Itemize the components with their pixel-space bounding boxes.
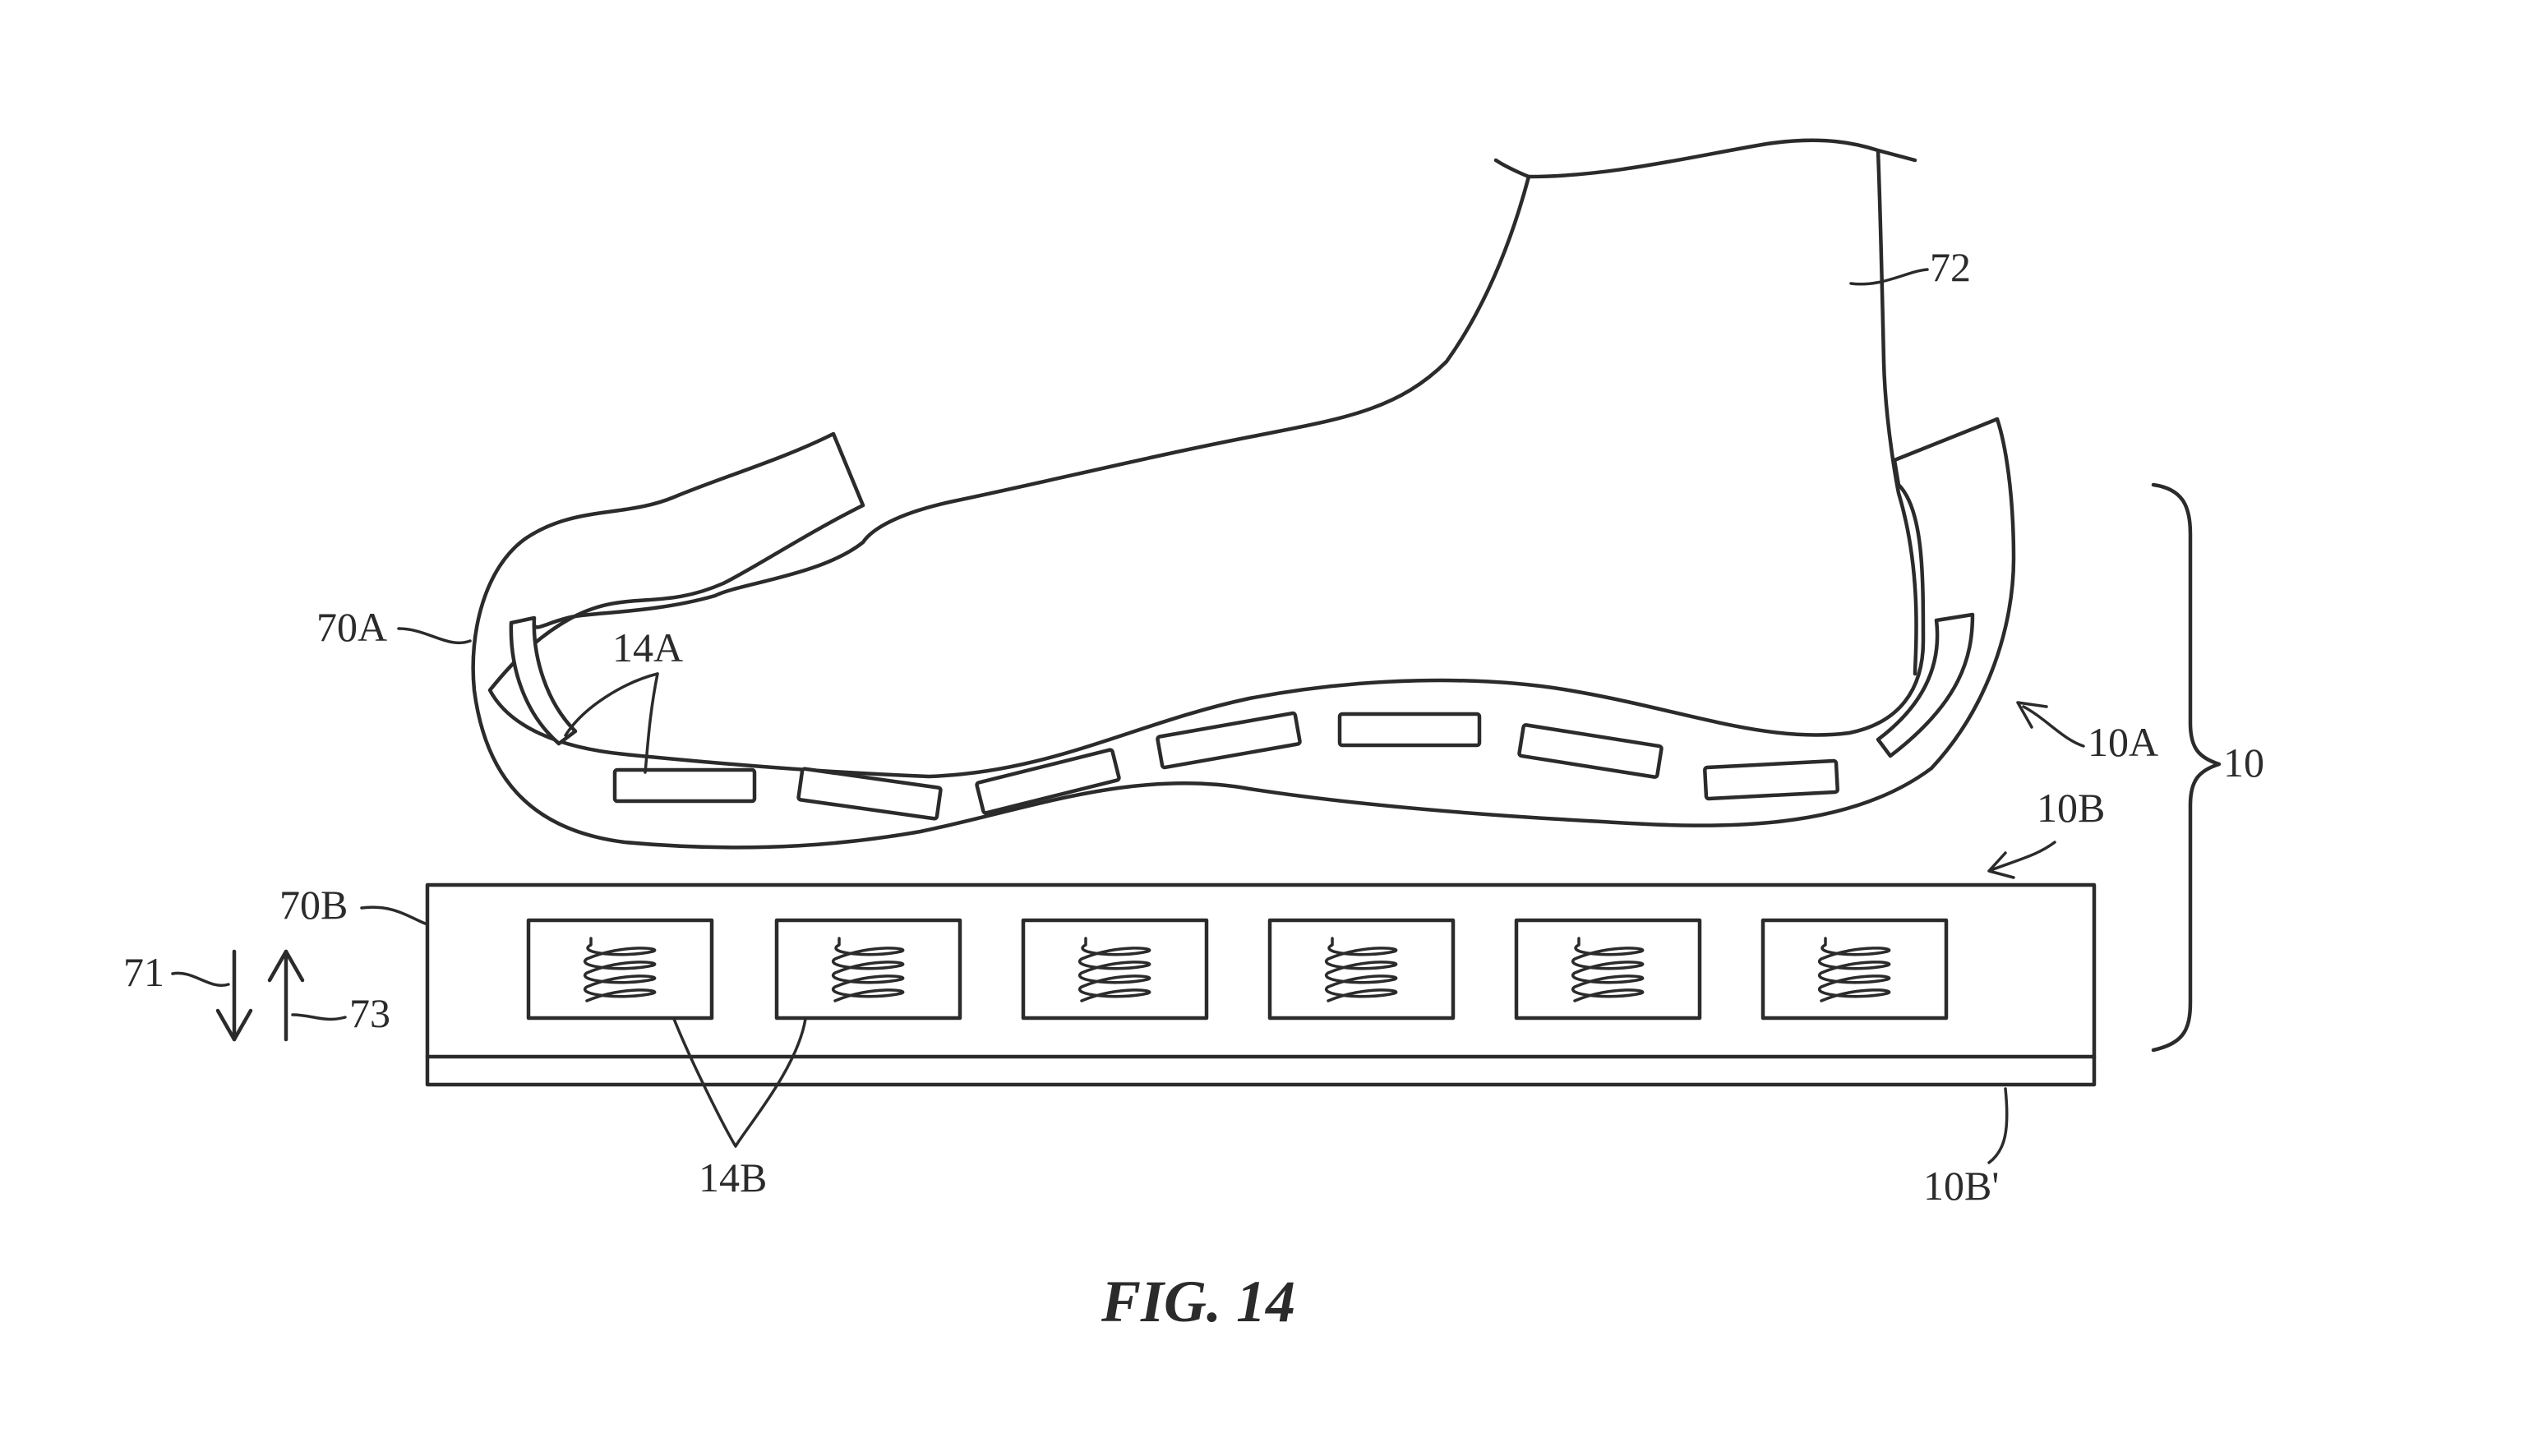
label-70A: 70A: [316, 604, 387, 650]
spring: [1571, 937, 1645, 1002]
lower-element: [526, 918, 714, 1021]
label-14A: 14A: [612, 624, 683, 670]
leader-10B: [1991, 841, 2056, 871]
spring: [1077, 937, 1151, 1002]
spring: [583, 937, 657, 1002]
spring: [831, 937, 905, 1002]
label-10B-prime: 10B': [1923, 1163, 1999, 1209]
lower-element: [1514, 918, 1702, 1021]
upper-sensor-elements: [509, 612, 1975, 821]
spring: [1817, 937, 1891, 1002]
upper-element-toe: [509, 615, 578, 746]
upper-shoe-insole: [471, 417, 2016, 850]
label-10: 10: [2223, 740, 2264, 786]
spring-coil: [831, 937, 905, 1002]
spring-coil: [1571, 937, 1645, 1002]
spring-coil: [1077, 937, 1151, 1002]
upper-element: [1156, 711, 1302, 770]
spring-coil: [1817, 937, 1891, 1002]
figure-caption: FIG. 14: [1101, 1269, 1295, 1334]
upper-element: [1703, 758, 1839, 801]
label-71: 71: [123, 949, 164, 995]
leader-71: [171, 971, 230, 987]
label-72: 72: [1930, 244, 1971, 290]
leader-70B: [360, 905, 429, 926]
upper-element: [1517, 723, 1664, 779]
upper-element-heel: [1876, 612, 1975, 758]
lower-element: [1760, 918, 1949, 1021]
leader-70A: [397, 627, 472, 645]
lower-pad: [425, 882, 2097, 1087]
lower-element: [1021, 918, 1209, 1021]
leader-10B-prime: [1987, 1087, 2009, 1164]
leader-72: [1849, 268, 1929, 286]
leader-14A-b: [644, 672, 659, 774]
upper-element: [796, 767, 943, 821]
lower-element: [1267, 918, 1456, 1021]
label-10A: 10A: [2088, 719, 2158, 765]
foot-outline: [532, 138, 1918, 676]
arrowhead-10B: [1987, 851, 2015, 879]
label-10B: 10B: [2037, 785, 2105, 831]
leader-14A-a: [564, 672, 659, 737]
label-70B: 70B: [279, 882, 348, 928]
label-73: 73: [349, 990, 390, 1036]
lower-element: [774, 918, 962, 1021]
direction-arrows: [171, 949, 347, 1042]
upper-element: [975, 748, 1121, 815]
spring-coil: [583, 937, 657, 1002]
arrowhead-10A: [2016, 701, 2048, 729]
leader-73: [291, 1013, 347, 1021]
label-14B: 14B: [699, 1154, 767, 1200]
upper-element: [1337, 712, 1482, 748]
spring: [1324, 937, 1398, 1002]
springs: [583, 937, 1891, 1002]
spring-coil: [1324, 937, 1398, 1002]
lower-pad-outline: [425, 882, 2097, 1087]
down-arrow-head: [215, 1008, 253, 1042]
leader-14B: [672, 1017, 807, 1148]
lower-sensor-elements: [526, 918, 1949, 1021]
upper-element: [612, 767, 757, 804]
up-arrow-head: [267, 949, 305, 983]
insole-outline: [471, 417, 2016, 850]
leader-10A: [2022, 705, 2085, 748]
brace-10: [2151, 482, 2222, 1053]
